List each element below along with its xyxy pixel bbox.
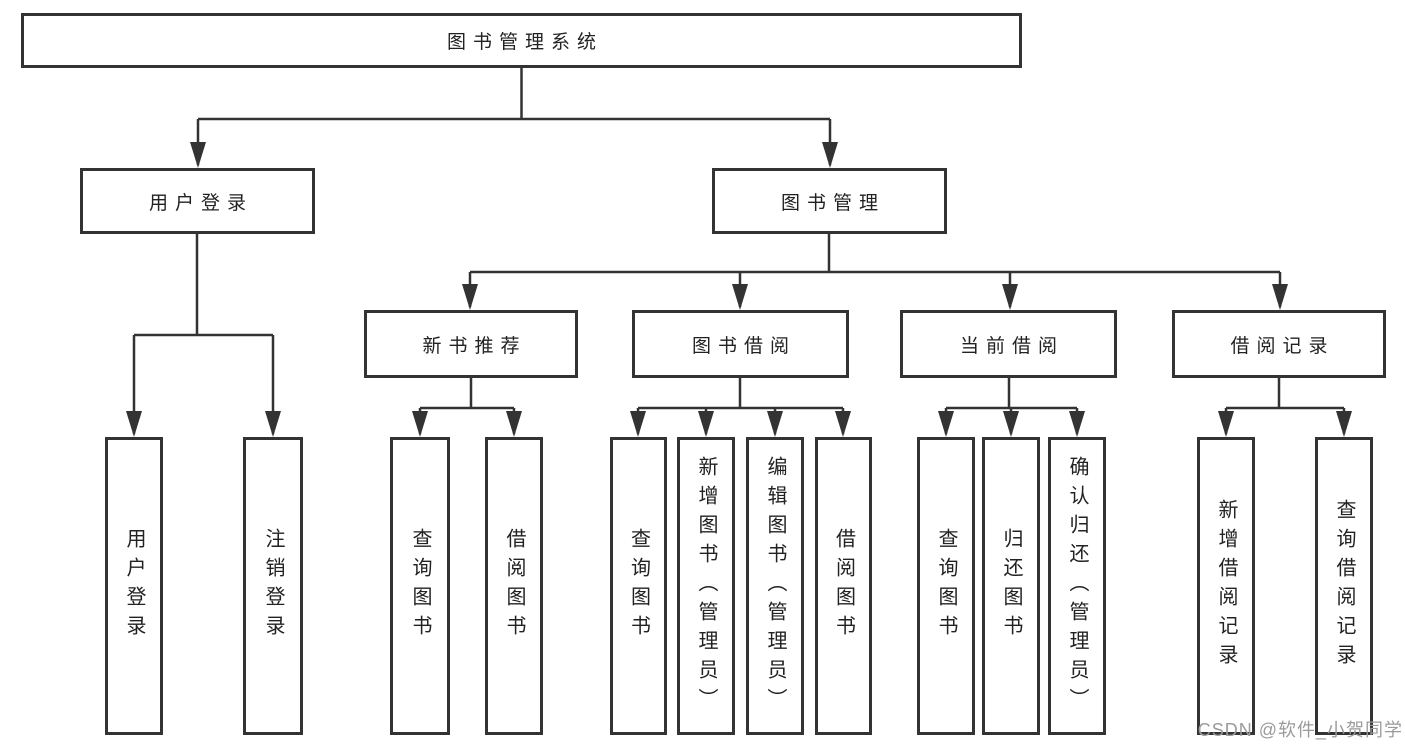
leaf-query-borrow-record: 查询借阅记录	[1315, 437, 1373, 735]
leaf-add-borrow-record: 新增借阅记录	[1197, 437, 1255, 735]
leaf-query-books-current: 查询图书	[917, 437, 975, 735]
connector-current-borrow-children	[944, 378, 1079, 434]
node-current-borrow: 当前借阅	[900, 310, 1117, 378]
leaf-edit-book-admin: 编辑图书（管理员）	[746, 437, 804, 735]
connector-new-book-recommend-children	[418, 378, 516, 434]
connector-book-management-to-level3	[468, 234, 1282, 307]
connector-user-login-children	[132, 234, 275, 434]
leaf-add-book-admin: 新增图书（管理员）	[677, 437, 735, 735]
connector-root-to-level2	[196, 68, 832, 165]
leaf-user-login: 用户登录	[105, 437, 163, 735]
node-user-login: 用户登录	[80, 168, 315, 234]
csdn-watermark: CSDN @软件_小贺同学	[1197, 720, 1403, 740]
node-book-management: 图书管理	[712, 168, 947, 234]
leaf-logout: 注销登录	[243, 437, 303, 735]
node-new-book-recommend: 新书推荐	[364, 310, 578, 378]
leaf-query-books-borrow: 查询图书	[610, 437, 667, 735]
leaf-return-book: 归还图书	[982, 437, 1040, 735]
connector-borrow-records-children	[1224, 378, 1346, 434]
node-borrow-records: 借阅记录	[1172, 310, 1386, 378]
connector-book-borrow-children	[636, 378, 845, 434]
leaf-borrow-book: 借阅图书	[815, 437, 872, 735]
leaf-borrow-book-recommend: 借阅图书	[485, 437, 543, 735]
node-book-borrow: 图书借阅	[632, 310, 849, 378]
leaf-query-books-recommend: 查询图书	[390, 437, 450, 735]
node-library-management-system: 图书管理系统	[21, 13, 1022, 68]
leaf-confirm-return-admin: 确认归还（管理员）	[1048, 437, 1106, 735]
